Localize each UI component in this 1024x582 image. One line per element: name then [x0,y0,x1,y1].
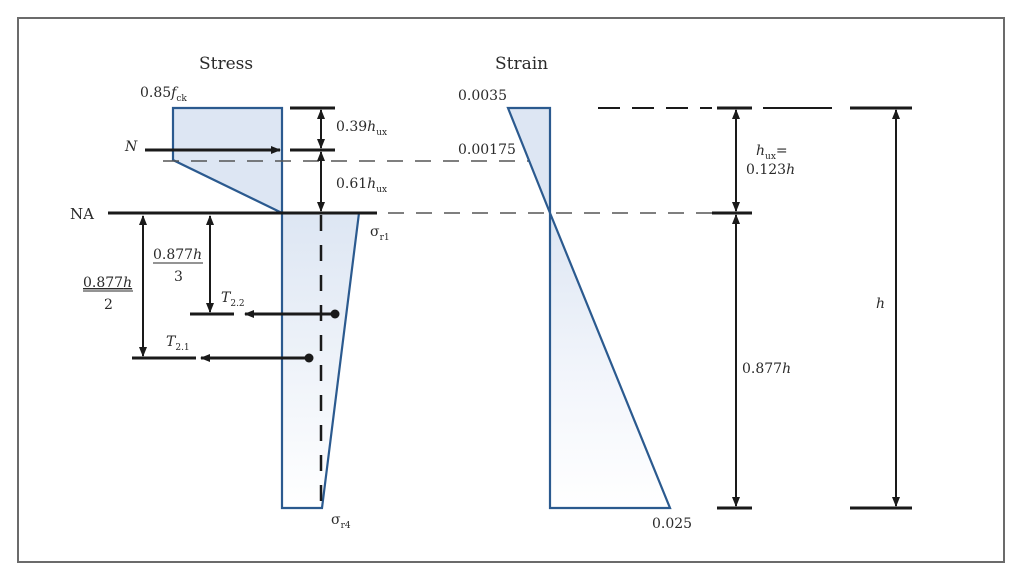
top-strain-label: 0.0035 [458,88,507,104]
bottom-strain-label: 0.025 [652,516,692,532]
tension-1-point [304,353,314,363]
sigma-r4-label: σr4 [331,512,351,531]
stress-title: Stress [199,54,253,74]
neutral-axis-label: NA [70,205,94,223]
frac-third-numerator: 0.877h [153,247,202,263]
tension-1-label: T2.1 [166,334,190,353]
strain-title: Strain [495,54,548,74]
tension-2-point [330,309,340,319]
frac-half-denominator: 2 [104,297,113,313]
dim-mid-label: 0.61hux [336,176,387,195]
mid-strain-label: 0.00175 [458,142,516,158]
total-height-label: h [876,296,885,312]
peak-stress-label: 0.85fck [140,85,187,104]
hux-label: hux= [756,143,788,162]
sigma-r1-label: σr1 [370,224,390,243]
hux-value-label: 0.123h [746,162,795,178]
dim-top-label: 0.39hux [336,119,387,138]
compression-force-label: N [124,139,138,155]
strain-tension-triangle [548,212,672,510]
strain-compression-triangle [506,106,552,214]
lower-dim-label: 0.877h [742,361,791,377]
frac-third-denominator: 3 [174,269,183,285]
tension-2-label: T2.2 [221,290,245,309]
frac-half-numerator: 0.877h [83,275,132,291]
